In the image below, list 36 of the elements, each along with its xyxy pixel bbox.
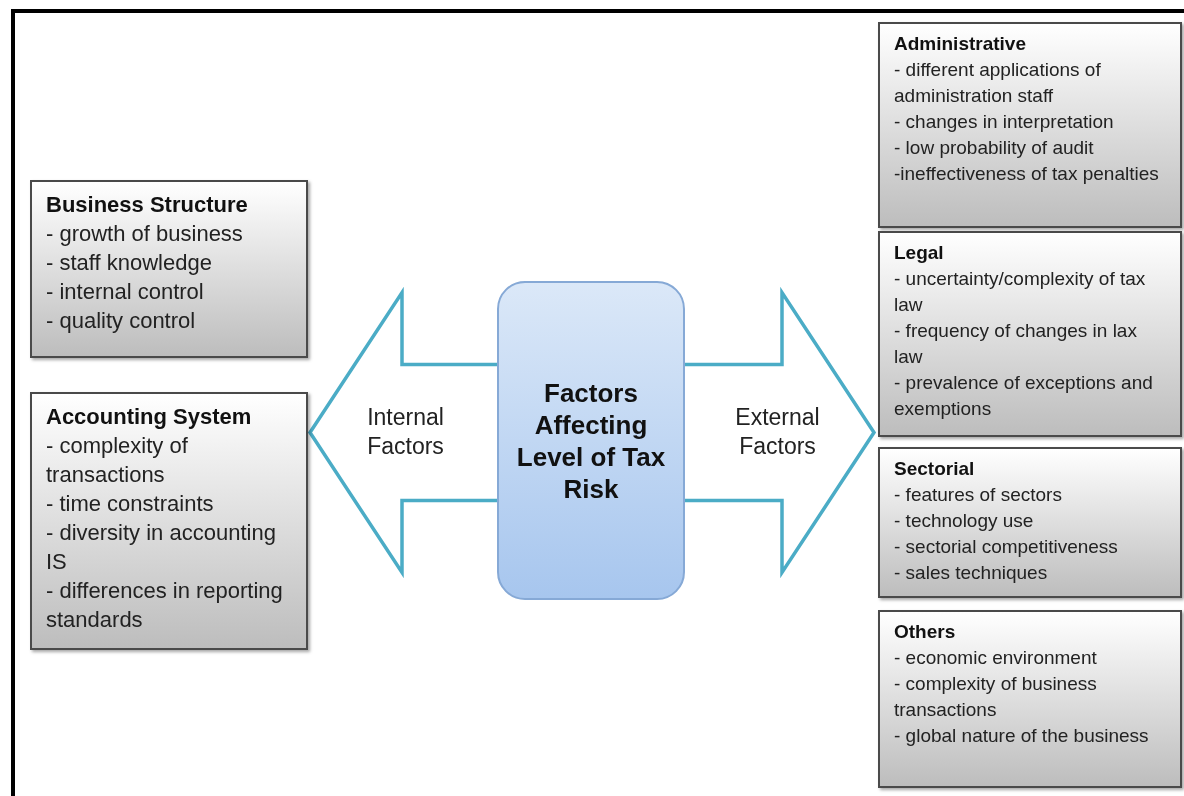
bullet-item: - frequency of changes in lax law <box>894 319 1138 369</box>
bullet-item: - growth of business <box>46 220 244 248</box>
bullet-item: - complexity of transactions <box>46 432 189 489</box>
bullet-item: - prevalence of exceptions and exemptions <box>894 371 1154 421</box>
box-heading: Accounting System <box>46 403 253 431</box>
bullet-item: - global nature of the business <box>894 724 1150 748</box>
bullet-item: - economic environment <box>894 646 1098 670</box>
factor-box <box>878 447 1182 598</box>
factor-box <box>30 392 308 650</box>
bullet-item: - staff knowledge <box>46 249 213 277</box>
bullet-item: - low probability of audit <box>894 136 1095 160</box>
box-heading: Business Structure <box>46 191 249 219</box>
factor-box <box>878 22 1182 228</box>
box-heading: Legal <box>894 241 945 265</box>
bullet-item: - quality control <box>46 307 197 335</box>
box-heading: Sectorial <box>894 457 976 481</box>
bullet-item: - different applications of administration staff <box>894 58 1102 108</box>
bullet-item: -ineffectiveness of tax penalties <box>894 162 1160 186</box>
bullet-item: - differences in reporting standards <box>46 577 284 634</box>
bullet-item: - features of sectors <box>894 483 1063 507</box>
box-heading: Others <box>894 620 957 644</box>
factor-box <box>878 610 1182 788</box>
bullet-item: - changes in interpretation <box>894 110 1115 134</box>
bullet-item: - time constraints <box>46 490 215 518</box>
factor-box <box>878 231 1182 437</box>
central-box <box>497 281 685 600</box>
title-text: Factors Affecting Level of Tax Risk <box>515 376 667 505</box>
box-heading: Administrative <box>894 32 1027 56</box>
factor-box <box>30 180 308 358</box>
bullet-item: - sectorial competitiveness <box>894 535 1119 559</box>
bullet-item: - internal control <box>46 278 205 306</box>
bullet-item: - technology use <box>894 509 1035 533</box>
bullet-item: - sales techniques <box>894 561 1049 585</box>
bullet-item: - complexity of business transactions <box>894 672 1098 722</box>
bullet-item: - diversity in accounting IS <box>46 519 277 576</box>
bullet-item: - uncertainty/complexity of tax law <box>894 267 1147 317</box>
